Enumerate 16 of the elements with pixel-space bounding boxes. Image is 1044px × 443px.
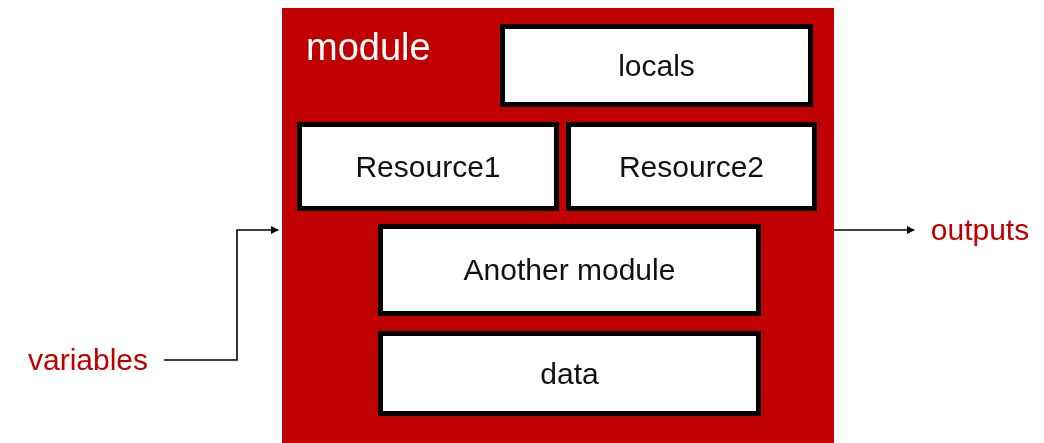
component-label: Resource2 [618,149,765,184]
component-label: Another module [463,253,676,287]
component-box [566,122,817,211]
component-label: locals [618,48,695,83]
component-box [500,24,813,107]
module-container [282,8,834,443]
io-label: outputs [918,210,1042,250]
arrow [833,226,915,234]
component-label: data [540,356,599,391]
component-label: Resource1 [355,149,501,184]
module-heading: module [306,28,431,66]
component-box [378,224,761,316]
component-box [297,122,559,211]
component-box [378,331,761,416]
arrow [163,226,279,361]
io-label: variables [12,340,164,380]
